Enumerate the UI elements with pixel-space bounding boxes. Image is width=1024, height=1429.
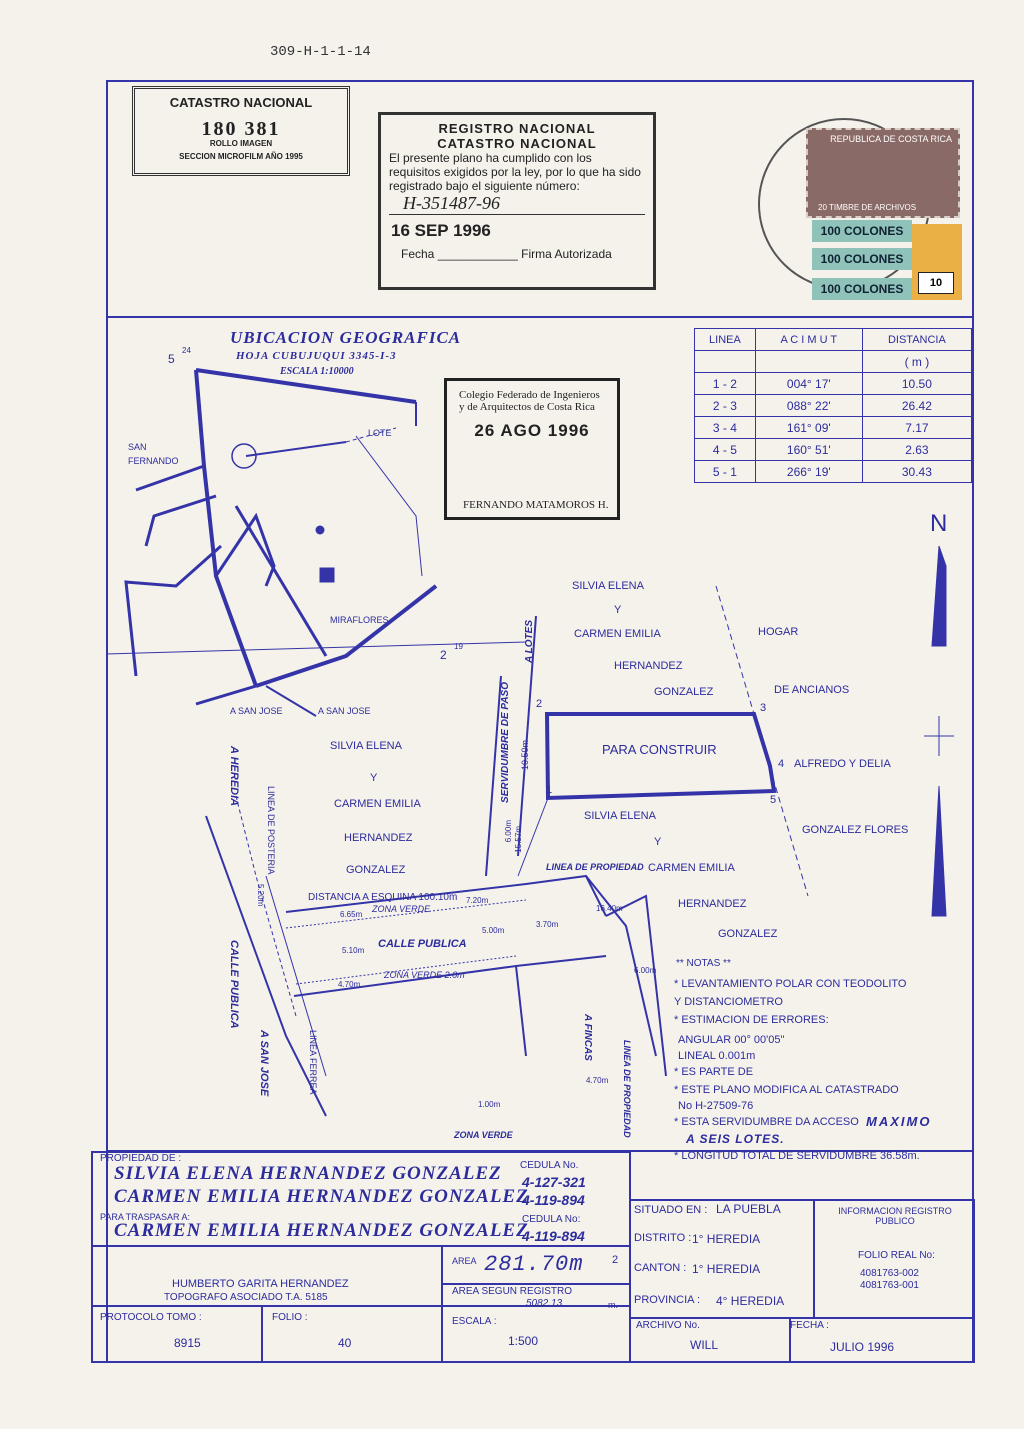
north-arrow-label: N (930, 510, 948, 537)
transfer-name: CARMEN EMILIA HERNANDEZ GONZALEZ (114, 1220, 529, 1241)
surveyor-name: HUMBERTO GARITA HERNANDEZ (172, 1278, 349, 1290)
fiscal-stamp-1: 100 COLONES (812, 220, 912, 242)
archive-stamp: REPUBLICA DE COSTA RICA 20 TIMBRE DE ARC… (806, 128, 960, 218)
owner-cedula-2: 4-119-894 (522, 1192, 585, 1208)
location-title: UBICACION GEOGRAFICA (230, 328, 462, 347)
owner-name-1: SILVIA ELENA HERNANDEZ GONZALEZ (114, 1163, 502, 1184)
header-divider (106, 316, 974, 318)
document-reference: 309-H-1-1-14 (270, 44, 371, 60)
surveyor-title: TOPOGRAFO ASOCIADO T.A. 5185 (164, 1292, 328, 1303)
map-scale: ESCALA 1:10000 (280, 366, 354, 377)
yellow-stamp: 10 (912, 224, 962, 300)
lot-label: PARA CONSTRUIR (602, 742, 717, 757)
transfer-cedula: 4-119-894 (522, 1228, 585, 1244)
fiscal-stamp-2: 100 COLONES (812, 248, 912, 270)
fiscal-stamp-3: 100 COLONES (812, 278, 912, 300)
registration-date: 16 SEP 1996 (391, 221, 491, 240)
catastro-microfilm-stamp: CATASTRO NACIONAL 180 381 ROLLO IMAGEN S… (132, 86, 350, 176)
area-value: 281.70m (484, 1252, 584, 1277)
title-block-grid (91, 1151, 975, 1363)
colegio-date: 26 AGO 1996 (474, 421, 590, 440)
owner-name-2: CARMEN EMILIA HERNANDEZ GONZALEZ (114, 1186, 529, 1207)
registro-nacional-stamp: REGISTRO NACIONAL CATASTRO NACIONAL El p… (378, 112, 656, 290)
registration-number: H-351487-96 (389, 193, 645, 215)
plan-drawing (106, 368, 954, 1117)
owner-cedula-1: 4-127-321 (522, 1174, 586, 1190)
map-sheet: HOJA CUBUJUQUI 3345-I-3 (236, 350, 397, 362)
colegio-stamp: Colegio Federado de Ingenieros y de Arqu… (444, 378, 620, 520)
